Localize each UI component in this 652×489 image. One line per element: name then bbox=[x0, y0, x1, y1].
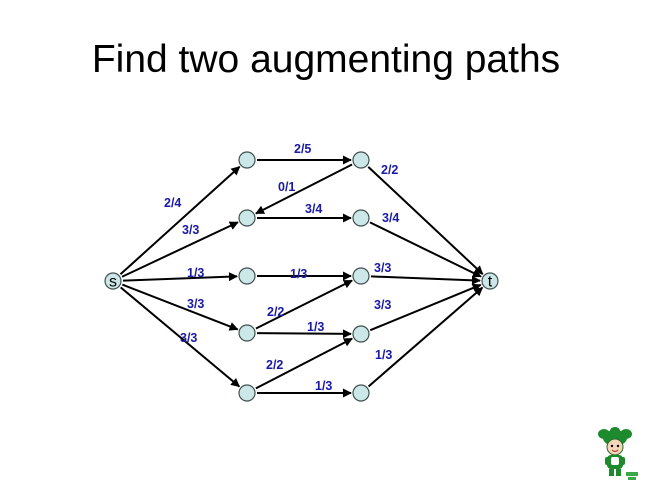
node-circle bbox=[352, 267, 370, 285]
edge-s-a1 bbox=[119, 165, 241, 276]
edge-s-a2 bbox=[121, 221, 239, 278]
edges bbox=[119, 155, 484, 398]
edge-a4-b3 bbox=[255, 279, 353, 330]
edge-labels: 2/43/31/33/33/32/50/13/41/32/21/32/21/32… bbox=[164, 142, 399, 393]
edge-label-b1-a2: 0/1 bbox=[278, 180, 295, 194]
node-a2 bbox=[238, 209, 256, 227]
edge-label-a2-b2: 3/4 bbox=[305, 202, 322, 216]
edge-a4-b4 bbox=[256, 329, 352, 339]
edge-s-a5 bbox=[120, 286, 241, 388]
edge-s-a4 bbox=[121, 283, 239, 331]
node-a4 bbox=[238, 324, 256, 342]
node-circle bbox=[352, 209, 370, 227]
node-b5 bbox=[352, 384, 370, 402]
node-a3 bbox=[238, 267, 256, 285]
olympic-mascot-icon bbox=[598, 427, 638, 480]
slide-title: Find two augmenting paths bbox=[91, 38, 561, 81]
node-circle bbox=[238, 267, 256, 285]
edge-label-a4-b4: 1/3 bbox=[307, 320, 324, 334]
edge-b4-t bbox=[369, 283, 482, 332]
edge-b5-t bbox=[367, 286, 484, 388]
node-b4 bbox=[352, 325, 370, 343]
node-circle bbox=[238, 324, 256, 342]
node-label-s: s bbox=[109, 274, 117, 291]
edge-s-a3 bbox=[122, 272, 238, 282]
edge-b1-t bbox=[367, 166, 484, 275]
edge-label-b2-t: 3/4 bbox=[382, 211, 399, 225]
node-circle bbox=[238, 209, 256, 227]
edge-label-a4-b3: 2/2 bbox=[267, 305, 284, 319]
edge-label-a5-b4: 2/2 bbox=[266, 358, 283, 372]
edge-label-b5-t: 1/3 bbox=[375, 348, 392, 362]
edge-label-b4-t: 3/3 bbox=[374, 298, 391, 312]
node-circle bbox=[352, 384, 370, 402]
node-circle bbox=[238, 384, 256, 402]
node-b2 bbox=[352, 209, 370, 227]
node-circle bbox=[104, 272, 122, 290]
node-circle bbox=[352, 151, 370, 169]
edge-label-a1-b1: 2/5 bbox=[294, 142, 311, 156]
node-s: s bbox=[104, 272, 122, 291]
edge-label-b1-t: 2/2 bbox=[381, 163, 398, 177]
edge-label-b3-t: 3/3 bbox=[374, 261, 391, 275]
edge-b3-t bbox=[370, 275, 481, 285]
node-a1 bbox=[238, 151, 256, 169]
node-t: t bbox=[481, 272, 499, 291]
node-a5 bbox=[238, 384, 256, 402]
edge-b2-t bbox=[369, 221, 482, 278]
edge-a5-b4 bbox=[255, 337, 353, 390]
edge-label-s-a3: 1/3 bbox=[187, 266, 204, 280]
edge-label-a5-b5: 1/3 bbox=[315, 379, 332, 393]
node-circle bbox=[238, 151, 256, 169]
edge-label-s-a5: 3/3 bbox=[180, 331, 197, 345]
node-label-t: t bbox=[488, 274, 493, 291]
node-b1 bbox=[352, 151, 370, 169]
edge-label-s-a1: 2/4 bbox=[164, 196, 181, 210]
edge-b1-a2 bbox=[255, 163, 353, 215]
node-circle bbox=[352, 325, 370, 343]
node-circle bbox=[481, 272, 499, 290]
edge-label-a3-b3: 1/3 bbox=[290, 267, 307, 281]
edge-label-s-a4: 3/3 bbox=[187, 297, 204, 311]
edge-label-s-a2: 3/3 bbox=[182, 223, 199, 237]
node-b3 bbox=[352, 267, 370, 285]
